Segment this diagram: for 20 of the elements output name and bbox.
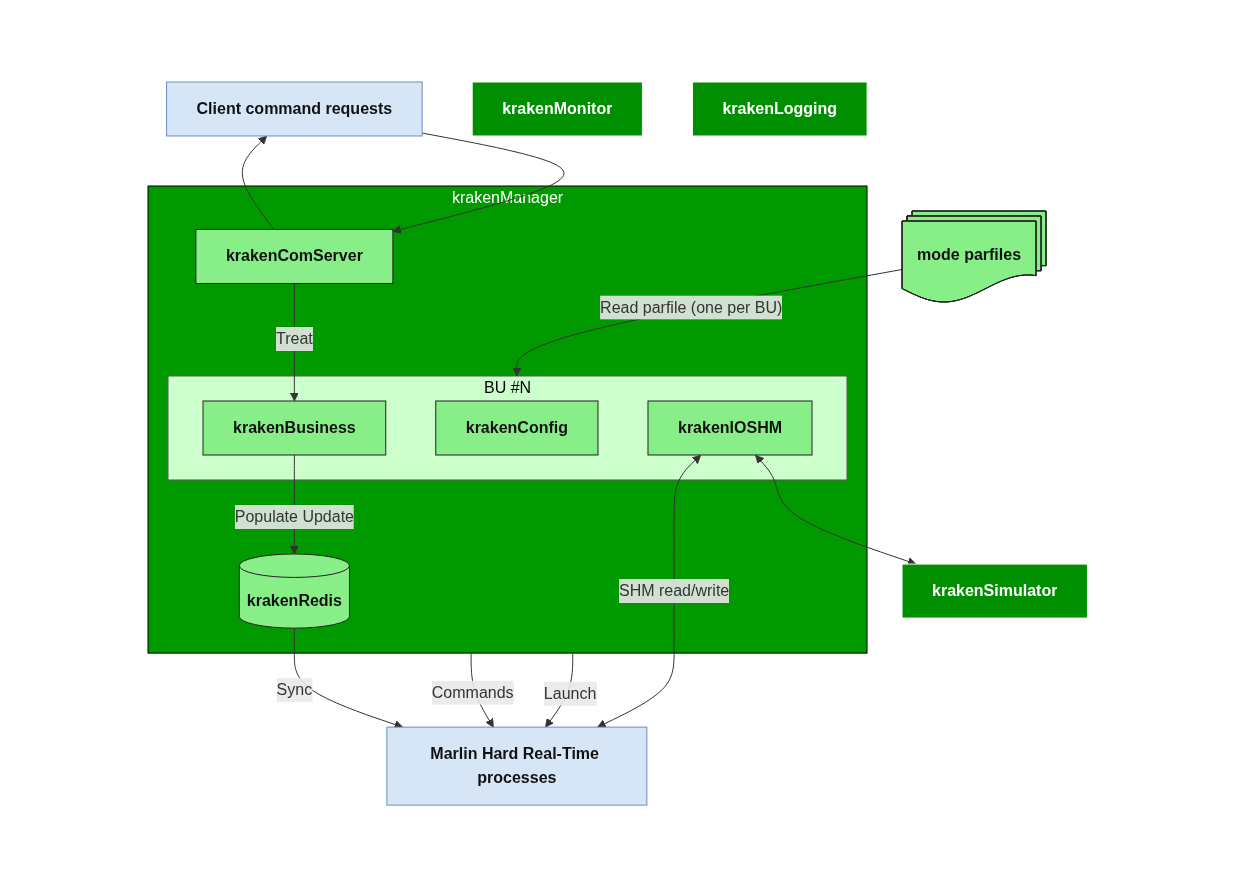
node-box: krakenLogging bbox=[692, 81, 868, 137]
node-box: krakenSimulator bbox=[901, 564, 1089, 619]
arrow bbox=[597, 455, 702, 729]
edge-label: Commands bbox=[432, 684, 514, 702]
node-box: krakenComServer bbox=[195, 229, 394, 285]
edge-label: Sync bbox=[276, 681, 313, 699]
node-box: krakenMonitor bbox=[471, 81, 644, 137]
node-box: krakenBusiness bbox=[202, 400, 387, 456]
node-box: krakenConfig bbox=[435, 400, 599, 456]
edge-label: SHM read/write bbox=[619, 582, 730, 600]
arrow bbox=[242, 136, 275, 231]
arrow bbox=[392, 133, 565, 235]
node-box: Client command requests bbox=[166, 81, 423, 137]
edge-label: Launch bbox=[544, 685, 597, 703]
edge-label: Populate Update bbox=[235, 508, 355, 526]
edge-label: Read parfile (one per BU) bbox=[600, 298, 783, 316]
node-box: Marlin Hard Real-Time processes bbox=[386, 727, 648, 807]
edge-label: Treat bbox=[276, 330, 314, 348]
arrow bbox=[512, 269, 903, 377]
node-box: krakenIOSHM bbox=[647, 400, 813, 456]
